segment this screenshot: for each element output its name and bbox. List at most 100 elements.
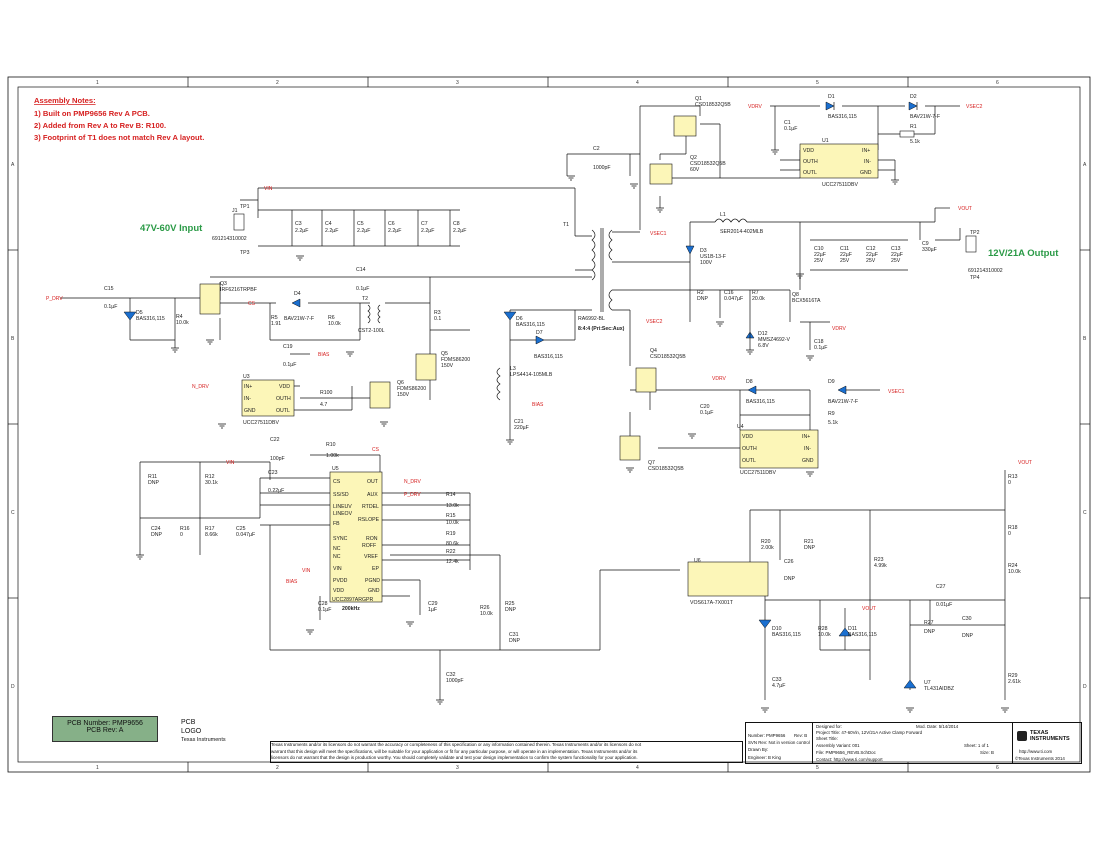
r21-ref: R21: [804, 539, 814, 545]
r12-value: 30.1k: [205, 480, 218, 486]
r6-value: 10.0k: [328, 321, 341, 327]
u5-pin-rtdel: RTDEL: [362, 504, 379, 510]
d5-value: BAS316,115: [136, 316, 165, 322]
q3-ref: Q3: [220, 281, 227, 287]
d3-ref: D3: [700, 248, 707, 254]
zone-row-a-right: A: [1083, 162, 1087, 168]
d2-diode: [908, 101, 918, 111]
d8-diode: [747, 385, 757, 395]
c21-ref: C21: [514, 419, 524, 425]
r28-value: 10.0k: [818, 632, 831, 638]
d10-ref: D10: [772, 626, 782, 632]
r10-value: 1.00k: [326, 453, 339, 459]
q6-body: [369, 381, 391, 409]
c26-ref: C26: [784, 559, 794, 565]
u1-pin-outh: OUTH: [803, 159, 818, 165]
r100-ref: R100: [320, 390, 333, 396]
pcb-logo-block: PCB LOGO Texas Instruments: [181, 718, 226, 745]
q7-body: [619, 435, 641, 461]
net-vsec1-t1: VSEC1: [650, 231, 667, 237]
zone-col-1-bottom: 1: [96, 765, 99, 771]
u5-ref: U5: [332, 466, 339, 472]
top-driver-wires: [566, 105, 960, 230]
c32-ref: C32: [446, 672, 456, 678]
u3-pin-inm: IN-: [244, 396, 251, 402]
net-vdrv-q8: VDRV: [832, 326, 846, 332]
tb-svn: SVN Rev: Not in version control: [748, 740, 810, 745]
u5-pin-pgnd: PGND: [365, 578, 380, 584]
r22-ref: R22: [446, 549, 456, 555]
c6-value: 2.2µF: [388, 228, 401, 234]
net-pdrv-left: P_DRV: [46, 296, 63, 302]
q7-value: CSD18532Q5B: [648, 466, 684, 472]
tb-sheet-title: Sheet Title:: [816, 736, 838, 741]
r28-ref: R28: [818, 626, 828, 632]
tb-right-col: TEXAS INSTRUMENTS http://www.ti.com ©Tex…: [1012, 723, 1082, 763]
r27-value: DNP: [924, 629, 935, 635]
u3-ref: U3: [243, 374, 250, 380]
r14-value: 13.0k: [446, 503, 459, 509]
u5-pin-nc1: NC: [333, 546, 341, 552]
r13-value: 0: [1008, 480, 1011, 486]
u3-pin-vdd: VDD: [279, 384, 290, 390]
pcb-number-box: PCB Number: PMP9656 PCB Rev: A: [52, 716, 158, 742]
r26-value: 10.0k: [480, 611, 493, 617]
u3-pin-inp: IN+: [244, 384, 252, 390]
q8-value: BCX5616TA: [792, 298, 821, 304]
u5-pin-nc2: NC: [333, 554, 341, 560]
u5-value: UCC2897ARGPR: [332, 597, 373, 603]
output-wires: [689, 207, 961, 322]
u1-value: UCC27511DBV: [822, 182, 858, 188]
r7-value: 20.0k: [752, 296, 765, 302]
tp4-label: TP4: [970, 275, 980, 281]
d10-value: BAS316,115: [772, 632, 801, 638]
net-vin-pin: VIN: [302, 568, 311, 574]
t1-transformer: [510, 228, 690, 312]
c20-value: 0.1µF: [700, 410, 713, 416]
zone-col-1: 1: [96, 80, 99, 86]
r4-ref: R4: [176, 314, 183, 320]
u5-pin-fb: FB: [333, 521, 340, 527]
c13-voltage: 25V: [891, 258, 901, 264]
u5-pin-sssd: SS/SD: [333, 492, 349, 498]
sync-wires: [629, 310, 880, 460]
c11-value: 22µF: [840, 252, 852, 258]
u5-pin-out: OUT: [367, 479, 379, 485]
c22-ref: C22: [270, 437, 280, 443]
t2-ref: T2: [362, 296, 368, 302]
c3-value: 2.2µF: [295, 228, 308, 234]
r29-ref: R29: [1008, 673, 1018, 679]
d4-ref: D4: [294, 291, 301, 297]
c13-value: 22µF: [891, 252, 903, 258]
u1-pin-gnd: GND: [860, 170, 872, 176]
c4-ref: C4: [325, 221, 332, 227]
q6-ref: Q6: [397, 380, 404, 386]
c9-value: 330µF: [922, 247, 937, 253]
u5-pin-lineov: LINEOV: [333, 511, 353, 517]
r5-ref: R5: [271, 315, 278, 321]
c4-value: 2.2µF: [325, 228, 338, 234]
tp2-label: TP2: [970, 230, 980, 236]
output-label: 12V/21A Output: [988, 248, 1059, 259]
u3-pin-gnd: GND: [244, 408, 256, 414]
l1-ref: L1: [720, 212, 726, 218]
c10-ref: C10: [814, 246, 824, 252]
zone-col-4-bottom: 4: [636, 765, 639, 771]
u1-ref: U1: [822, 138, 829, 144]
r29-value: 2.61k: [1008, 679, 1021, 685]
j2-value: 691214310002: [968, 268, 1003, 274]
q5-ref: Q5: [441, 351, 448, 357]
d6-ref: D6: [516, 316, 523, 322]
u7-value: TL431AIDBZ: [924, 686, 954, 692]
r2-value: DNP: [697, 296, 708, 302]
q2-body: [649, 163, 673, 185]
tb-assembly: Assembly Variant: 001: [816, 743, 860, 748]
zone-row-a: A: [11, 162, 15, 168]
u5-pin-vin: VIN: [333, 566, 342, 572]
r1-value: 5.1k: [910, 139, 920, 145]
c21-value: 220µF: [514, 425, 529, 431]
tb-designed: Designed for:: [816, 724, 843, 729]
r2-ref: R2: [697, 290, 704, 296]
